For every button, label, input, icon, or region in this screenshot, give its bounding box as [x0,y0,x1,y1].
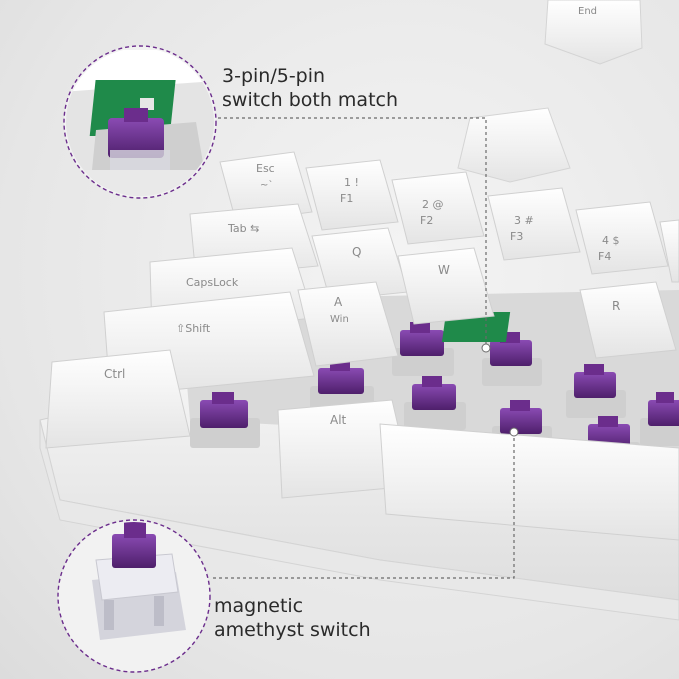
svg-text:CapsLock: CapsLock [186,276,239,289]
key-f1 [305,159,399,231]
callout-bottom-line2: amethyst switch [214,619,371,641]
svg-text:F2: F2 [420,214,433,227]
svg-text:1 !: 1 ! [344,176,359,189]
inset-bottom-switch [57,519,211,673]
keycaps: End Esc ~` 1 ! F1 2 @ F2 3 # F3 4 $ F4 T… [45,0,679,541]
key-space [379,423,679,541]
svg-text:Ctrl: Ctrl [104,367,125,381]
key-floating [457,107,571,183]
callout-top-line1: 3-pin/5-pin [222,65,326,87]
svg-text:Q: Q [352,245,361,259]
svg-text:Tab ⇆: Tab ⇆ [227,222,259,235]
svg-text:~`: ~` [260,179,273,191]
key-w [397,247,495,325]
key-ctrl [45,349,191,449]
key-f4 [575,201,669,275]
svg-text:⇧Shift: ⇧Shift [176,322,211,335]
callout-bottom-line1: magnetic [214,595,304,617]
svg-text:A: A [334,295,343,309]
key-end [544,0,643,65]
svg-text:W: W [438,263,450,277]
svg-text:Esc: Esc [256,162,275,175]
callout-bottom: magnetic amethyst switch [214,594,371,642]
callout-top-line2: switch both match [222,89,399,111]
svg-text:F4: F4 [598,250,611,263]
svg-text:Win: Win [330,314,349,325]
key-r [579,281,677,359]
svg-text:F3: F3 [510,230,523,243]
callout-top: 3-pin/5-pin switch both match [222,64,398,112]
svg-text:4 $: 4 $ [602,234,620,247]
callout-lines [212,117,515,579]
key-f3 [487,187,581,261]
svg-text:Alt: Alt [330,413,347,427]
svg-text:3 #: 3 # [514,214,534,227]
svg-text:F1: F1 [340,192,353,205]
svg-text:End: End [578,6,597,17]
inset-top-pcb [63,45,217,199]
svg-text:R: R [612,299,620,313]
key-a [297,281,399,367]
svg-text:2 @: 2 @ [422,198,444,211]
key-f2 [391,171,485,245]
